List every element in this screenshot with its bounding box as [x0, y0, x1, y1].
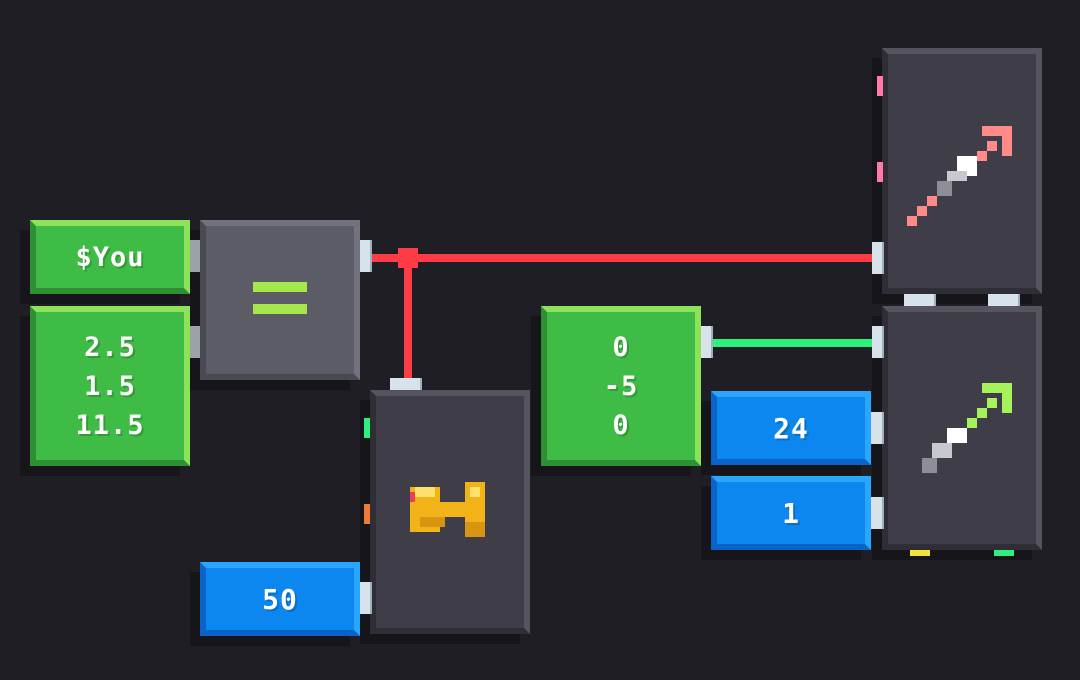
green-arrow-input-port-1[interactable] [872, 326, 884, 358]
yellow-port [910, 550, 930, 556]
offset-z: 0 [612, 409, 630, 441]
vector-x: 2.5 [84, 331, 136, 363]
trophy-port-green [364, 418, 370, 438]
wire-red-horizontal [370, 254, 880, 262]
vector-z: 11.5 [75, 409, 145, 441]
equals-output-port[interactable] [360, 240, 372, 272]
number-24-label: 24 [773, 411, 809, 445]
trophy-input-port[interactable] [390, 378, 422, 392]
vector-y: 1.5 [84, 370, 136, 402]
wire-green [710, 339, 880, 347]
number-50-label: 50 [262, 582, 298, 616]
you-variable-block[interactable]: $You [30, 220, 190, 294]
vector-block[interactable]: 2.5 1.5 11.5 [30, 306, 190, 466]
offset-x: 0 [612, 331, 630, 363]
you-variable-label: $You [75, 241, 145, 273]
green-arrow-node[interactable] [882, 306, 1042, 550]
pink-arrow-node[interactable] [882, 48, 1042, 294]
offset-output-port[interactable] [701, 326, 713, 358]
number-50-output-port[interactable] [360, 582, 372, 614]
pink-port-1 [877, 76, 883, 96]
number-50-block[interactable]: 50 [200, 562, 360, 636]
equals-node[interactable] [200, 220, 360, 380]
offset-y: -5 [603, 370, 639, 402]
green-arrow-input-port-3[interactable] [872, 497, 884, 529]
pink-arrow-input-port[interactable] [872, 242, 884, 274]
number-24-block[interactable]: 24 [711, 391, 871, 465]
number-1-label: 1 [782, 496, 800, 530]
pink-arrow-bottom-port-a[interactable] [904, 294, 936, 306]
offset-vector-block[interactable]: 0 -5 0 [541, 306, 701, 466]
pink-arrow-bottom-port-b[interactable] [988, 294, 1020, 306]
equals-icon [253, 282, 307, 318]
green-port [994, 550, 1014, 556]
trophy-icon [410, 482, 485, 537]
wire-red-vertical [404, 254, 412, 384]
trophy-node[interactable] [370, 390, 530, 634]
green-arrow-input-port-2[interactable] [872, 412, 884, 444]
number-1-block[interactable]: 1 [711, 476, 871, 550]
wire-red-junction [398, 248, 418, 268]
pink-port-2 [877, 162, 883, 182]
green-arrow-icon [922, 383, 1012, 473]
pink-arrow-icon [907, 126, 1012, 226]
trophy-port-orange [364, 504, 370, 524]
